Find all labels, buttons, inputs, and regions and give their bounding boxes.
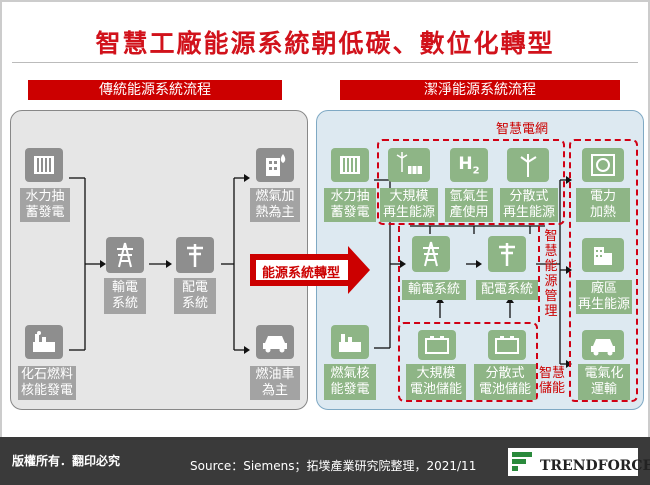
title-divider	[12, 62, 638, 63]
battery-icon	[418, 330, 456, 360]
distributed-re-label: 分散式再生能源	[500, 188, 558, 222]
smart-storage-label: 智慧 儲能	[539, 366, 566, 396]
brand-name: TRENDFORCE	[540, 458, 650, 474]
dam-icon-right	[331, 148, 369, 182]
transmission-tower-icon	[106, 237, 144, 273]
hydrogen-icon: H2	[450, 148, 488, 182]
trendforce-logo-icon	[512, 452, 534, 476]
ev-label: 電氣化運輸	[578, 364, 630, 400]
renewable-label: 大規模再生能源	[380, 188, 438, 222]
transmission-tower-icon-right	[412, 236, 450, 272]
dam-icon	[25, 148, 63, 182]
heater-icon	[582, 148, 624, 182]
transition-label: 能源系統轉型	[262, 266, 341, 281]
electric-heat-label: 電力加熱	[576, 188, 630, 222]
utility-pole-icon-right	[488, 236, 526, 272]
utility-pole-icon	[176, 237, 214, 273]
distribution-label-right: 配電系統	[476, 280, 538, 300]
smart-energy-mgmt-label: 智 慧 能 源 管 理	[544, 229, 558, 319]
distribution-label-left: 配電系統	[174, 278, 216, 314]
building-flame-icon	[256, 148, 294, 182]
gas-nuclear-label: 燃氣核能發電	[324, 364, 376, 400]
wind-turbine-icon	[507, 148, 549, 182]
fuel-car-label: 燃油車為主	[250, 366, 300, 400]
smart-grid-demand-region	[569, 139, 638, 402]
rights-text: 版權所有．翻印必究	[12, 454, 121, 468]
ev-car-icon	[582, 330, 624, 360]
factory-re-label: 廠區再生能源	[576, 280, 632, 314]
grid-link-right	[538, 226, 540, 322]
factory-icon	[25, 325, 63, 359]
transmission-label-right: 輸電系統	[402, 280, 466, 300]
hydro-label-left: 水力抽蓄發電	[20, 188, 70, 222]
power-plant-icon	[331, 325, 369, 359]
large-storage-label: 大規模電池儲能	[406, 364, 466, 400]
hydro-label-right: 水力抽蓄發電	[324, 188, 376, 222]
smart-grid-label: 智慧電網	[496, 122, 549, 137]
traditional-header: 傳統能源系統流程	[28, 80, 282, 100]
page-title: 智慧工廠能源系統朝低碳、數位化轉型	[95, 29, 555, 58]
clean-header: 潔淨能源系統流程	[340, 80, 620, 100]
distributed-storage-label: 分散式電池儲能	[474, 364, 536, 400]
car-icon	[256, 325, 294, 359]
solar-wind-icon	[388, 148, 430, 182]
smart-storage-region	[398, 322, 538, 402]
transmission-label-left: 輸電系統	[104, 278, 146, 314]
battery-small-icon	[488, 330, 526, 360]
gas-heat-label: 燃氣加熱為主	[250, 188, 300, 222]
smart-grid-top-region	[377, 139, 565, 225]
grid-link-left	[398, 226, 400, 322]
fossil-label: 化石燃料核能發電	[18, 366, 76, 400]
source-text: Source：Siemens；拓墣產業研究院整理，2021/11	[190, 459, 477, 473]
hydrogen-label: 氫氣生產使用	[445, 188, 493, 222]
factory-building-icon	[582, 238, 624, 272]
